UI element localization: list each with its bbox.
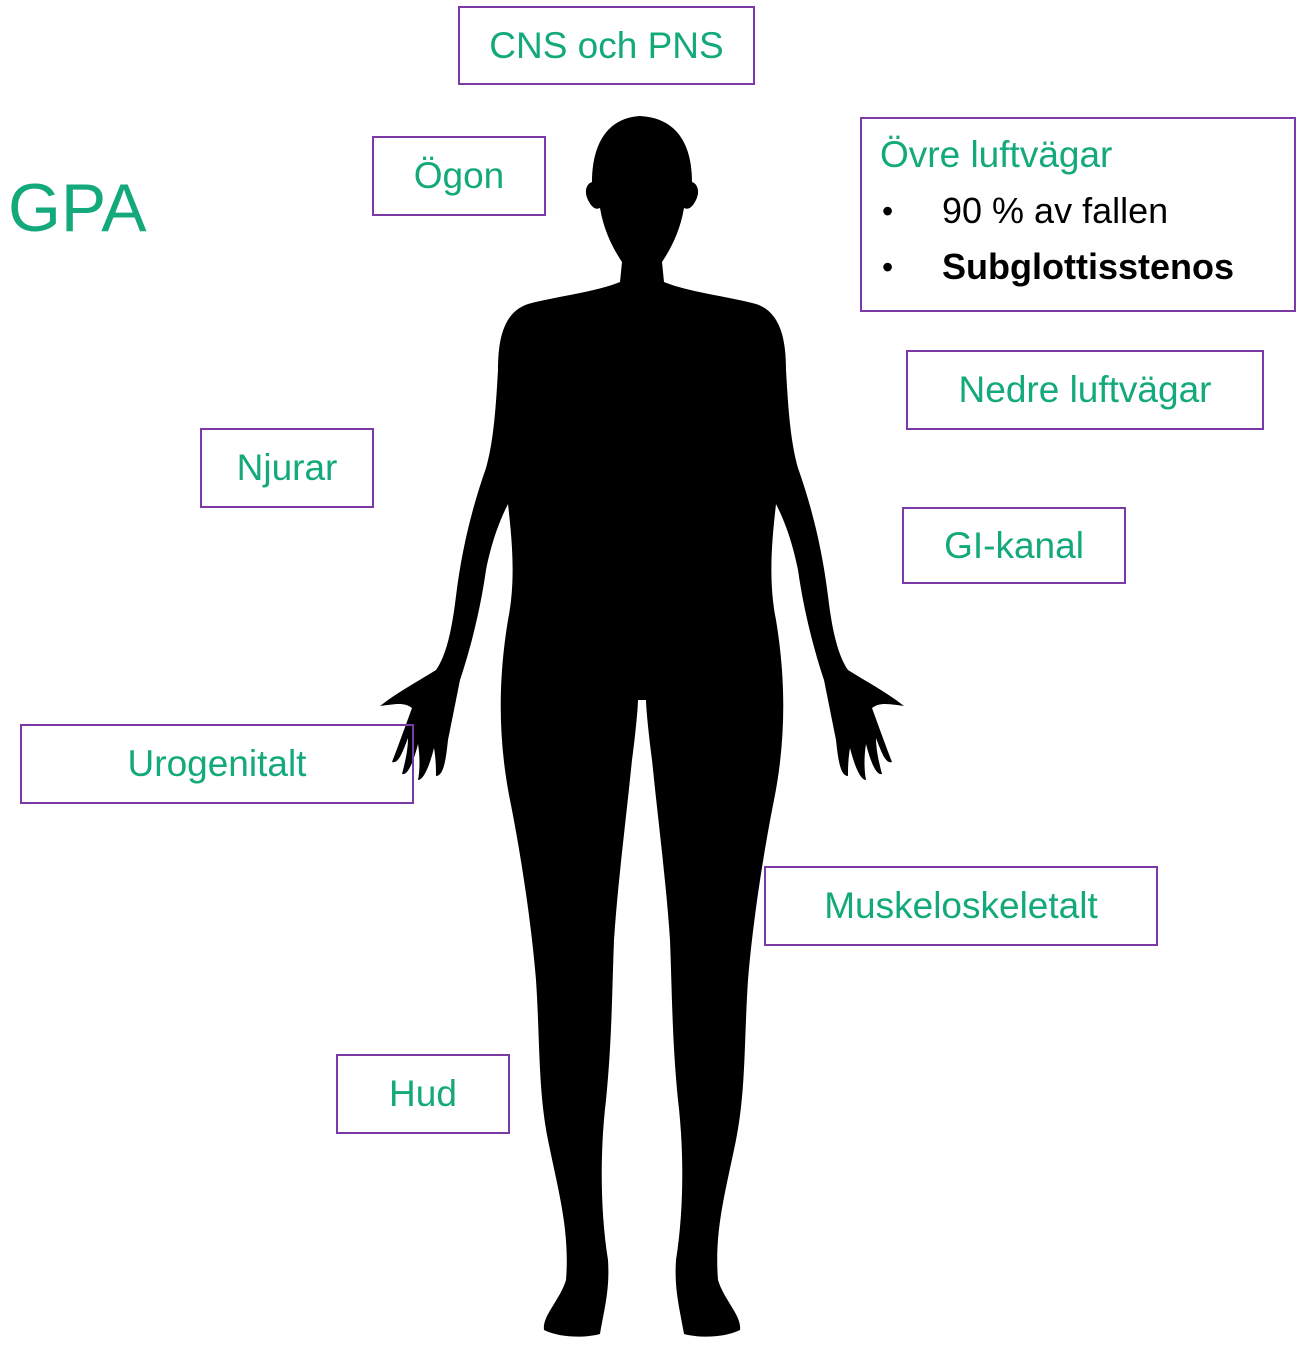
bullet-icon: • bbox=[882, 183, 893, 239]
label-kidneys: Njurar bbox=[200, 428, 374, 508]
upper-airways-list: • 90 % av fallen • Subglottisstenos bbox=[880, 183, 1294, 295]
list-item: • 90 % av fallen bbox=[880, 183, 1294, 239]
label-cns-pns: CNS och PNS bbox=[458, 6, 755, 85]
label-urogenital: Urogenitalt bbox=[20, 724, 414, 804]
label-lower-airways: Nedre luftvägar bbox=[906, 350, 1264, 430]
list-item: • Subglottisstenos bbox=[880, 239, 1294, 295]
label-musculoskeletal: Muskeloskeletalt bbox=[764, 866, 1158, 946]
label-eyes: Ögon bbox=[372, 136, 546, 216]
bullet-text: Subglottisstenos bbox=[942, 246, 1234, 287]
upper-airways-box: Övre luftvägar • 90 % av fallen • Subglo… bbox=[860, 117, 1296, 312]
label-gi-tract: GI-kanal bbox=[902, 507, 1126, 584]
upper-airways-heading: Övre luftvägar bbox=[880, 131, 1294, 179]
bullet-icon: • bbox=[882, 239, 893, 295]
label-skin: Hud bbox=[336, 1054, 510, 1134]
bullet-text: 90 % av fallen bbox=[942, 190, 1168, 231]
